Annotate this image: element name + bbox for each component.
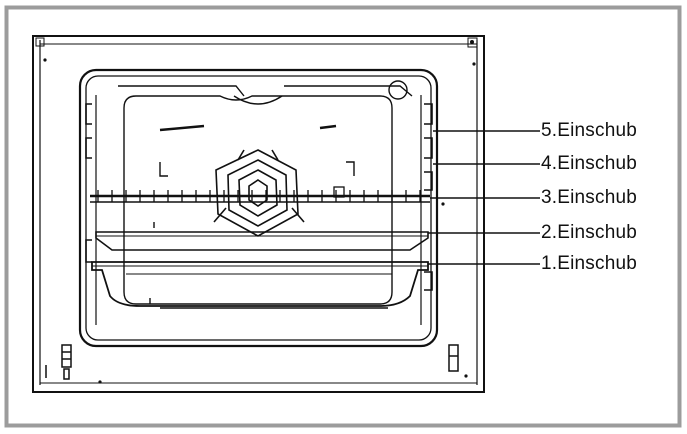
side-rails: [85, 103, 433, 291]
leader-lines: [428, 130, 540, 265]
rack-label-1: 1.Einschub: [541, 253, 638, 274]
fan-icon: [213, 149, 305, 237]
rack-label-4: 4.Einschub: [541, 153, 638, 174]
wire-rack: [90, 186, 430, 203]
rack-label-5: 5.Einschub: [541, 120, 638, 141]
baking-tray: [95, 231, 429, 251]
door-hinges: [45, 344, 459, 380]
oven-housing: [32, 35, 485, 393]
deep-tray: [91, 261, 429, 307]
back-wall: [118, 80, 413, 309]
rack-label-3: 3.Einschub: [541, 187, 638, 208]
rack-label-2: 2.Einschub: [541, 222, 638, 243]
oven-cavity: [78, 68, 439, 348]
image-frame: [4, 5, 682, 428]
